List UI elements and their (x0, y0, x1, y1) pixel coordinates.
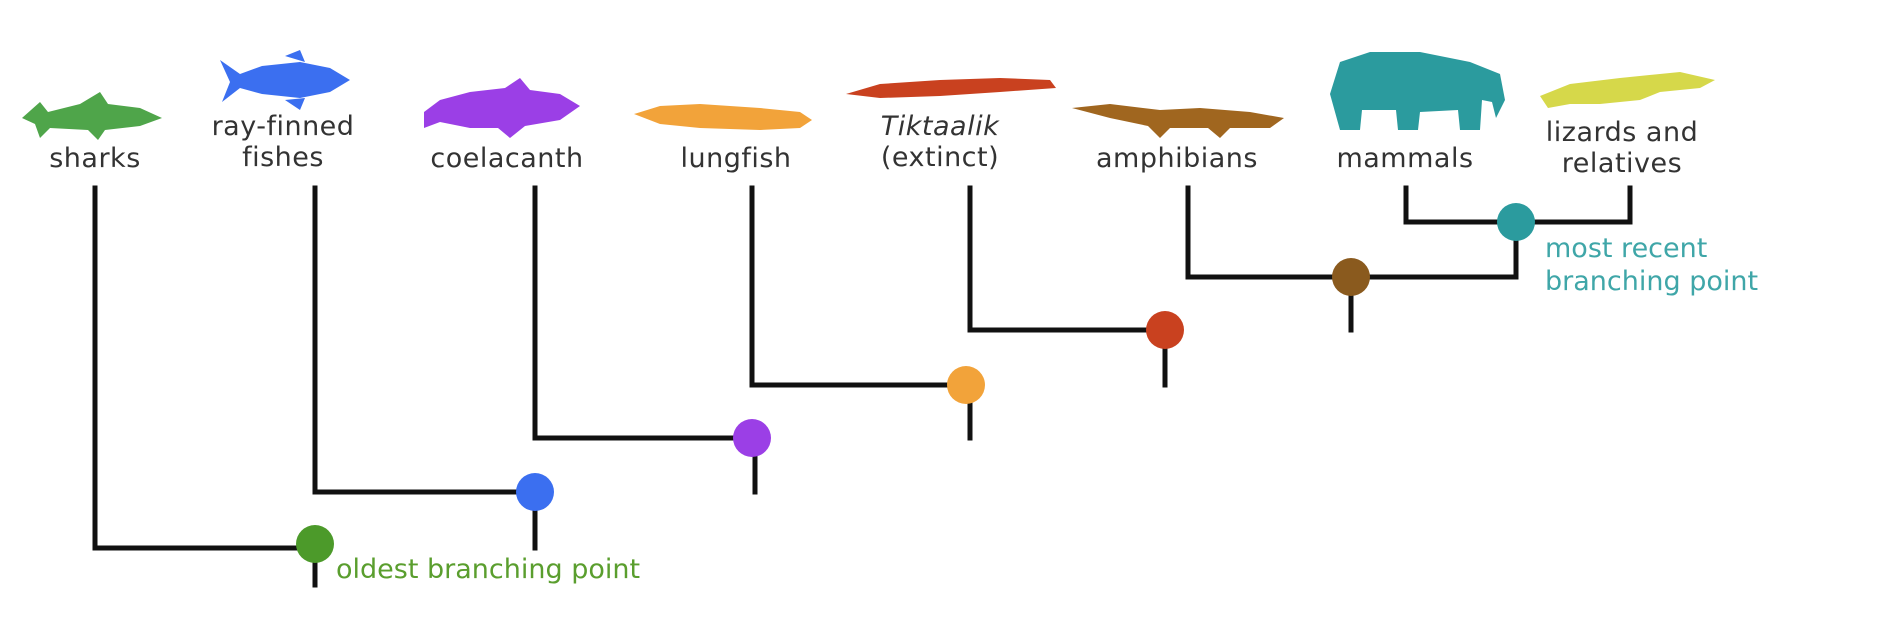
branch-tiktaalik (967, 185, 1168, 388)
branching-node-n6 (1332, 258, 1370, 296)
taxon-label-coelacanth: coelacanth (430, 143, 584, 174)
branch-sharks (92, 185, 318, 551)
taxon-label-lizards-and-relatives: lizards and relatives (1545, 117, 1699, 179)
taxon-label-ray-finned-fishes: ray-finned fishes (211, 111, 355, 173)
lizard-icon (1540, 72, 1715, 108)
elephant-icon (1330, 52, 1505, 130)
salamander-icon (1072, 104, 1284, 138)
tiktaalik-icon (846, 78, 1056, 98)
branching-node-n1 (296, 525, 334, 563)
branching-node-n2 (516, 473, 554, 511)
taxon-label-amphibians: amphibians (1096, 143, 1258, 174)
tree-branches (92, 185, 1633, 588)
branching-node-n7 (1497, 203, 1535, 241)
oldest-branching-point-label: oldest branching point (336, 554, 641, 585)
tuna-icon (220, 50, 350, 110)
organism-icons (22, 50, 1715, 140)
shark-icon (22, 92, 162, 140)
branch-coelacanth (532, 185, 758, 495)
most-recent-branching-point-label: most recent branching point (1545, 233, 1759, 297)
taxon-label-mammals: mammals (1336, 143, 1474, 174)
coelacanth-icon (424, 78, 580, 138)
taxon-label-sharks: sharks (49, 143, 141, 174)
branching-node-n3 (733, 419, 771, 457)
branch-ray-finned (312, 185, 538, 551)
taxon-label-lungfish: lungfish (680, 143, 792, 174)
branching-node-n5 (1146, 311, 1184, 349)
branching-nodes (296, 203, 1535, 563)
taxon-label-tiktaalik: Tiktaalik (extinct) (880, 111, 1000, 173)
branch-lungfish (749, 185, 973, 441)
lungfish-icon (634, 104, 812, 130)
branching-node-n4 (947, 366, 985, 404)
